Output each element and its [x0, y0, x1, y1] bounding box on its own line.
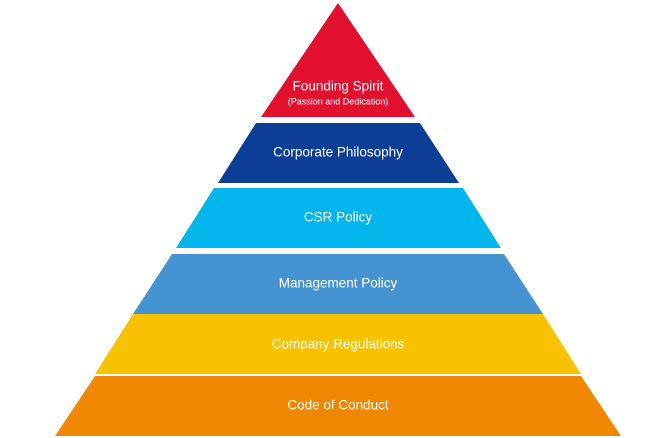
tier-csr-policy-label: CSR Policy [304, 210, 373, 225]
tier-company-regulations-shape [95, 314, 581, 374]
tier-csr-policy-shape [176, 188, 501, 248]
tier-founding-spirit-label: Founding Spirit [293, 79, 384, 94]
tier-code-of-conduct-shape [55, 376, 621, 436]
tier-management-policy-shape [133, 254, 543, 314]
tier-founding-spirit-sublabel: (Passion and Dedication) [288, 96, 389, 106]
tier-company-regulations-label: Company Regulations [272, 337, 405, 352]
tier-founding-spirit-shape [261, 3, 415, 117]
tier-code-of-conduct-label: Code of Conduct [287, 398, 389, 413]
tier-corporate-philosophy-label: Corporate Philosophy [273, 145, 403, 160]
tier-management-policy-label: Management Policy [279, 276, 398, 291]
tier-corporate-philosophy-shape [218, 123, 459, 183]
